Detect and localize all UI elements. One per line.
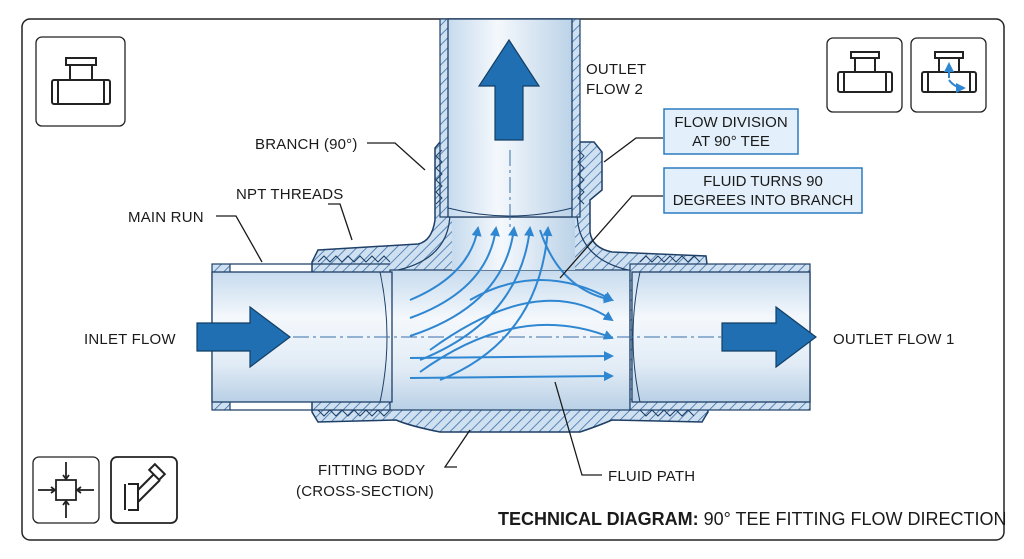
main-run-leader	[216, 215, 263, 263]
outlet-flow-2-arrow	[477, 38, 541, 141]
cross-fitting-icon	[38, 462, 94, 518]
fluid-path-leader	[554, 381, 602, 476]
tee-fitting-side-icon-button[interactable]	[826, 37, 903, 113]
fitting-body-leader	[443, 429, 471, 468]
fluid-turns-leader	[559, 195, 663, 279]
outlet-flow-2-label-line1: OUTLET	[586, 61, 646, 78]
tee-flow-direction-icon-button[interactable]	[910, 37, 987, 113]
flow-division-callout: FLOW DIVISION AT 90° TEE	[663, 108, 799, 155]
fluid-streamlines	[409, 226, 614, 382]
wye-fitting-icon-button[interactable]	[110, 456, 178, 524]
fluid-turns-text-line1: FLUID TURNS 90	[703, 173, 823, 190]
tee-fitting-icon-button[interactable]	[35, 36, 126, 127]
flow-division-text-line2: AT 90° TEE	[692, 133, 770, 150]
npt-thread-marks	[317, 149, 701, 417]
inlet-flow-label: INLET FLOW	[84, 331, 176, 348]
outlet-flow-1-arrow	[721, 305, 817, 369]
fitting-body-label-line1: FITTING BODY	[318, 462, 425, 479]
outlet-flow-2-label-line2: FLOW 2	[586, 81, 643, 98]
fitting-body-label-line2: (CROSS-SECTION)	[296, 483, 434, 500]
npt-threads-label: NPT THREADS	[236, 186, 344, 203]
diagram-title-bold: TECHNICAL DIAGRAM:	[498, 509, 699, 529]
cross-fitting-icon-button[interactable]	[32, 456, 100, 524]
fluid-turns-text-line2: DEGREES INTO BRANCH	[673, 192, 854, 209]
diagram-title: TECHNICAL DIAGRAM: 90° TEE FITTING FLOW …	[498, 509, 1007, 529]
tee-fitting-icon	[51, 57, 111, 105]
flow-division-text-line1: FLOW DIVISION	[674, 114, 787, 131]
main-run-label: MAIN RUN	[128, 209, 204, 226]
branch-leader	[367, 142, 426, 171]
inlet-flow-arrow	[196, 305, 291, 369]
tee-fitting-side-icon	[837, 51, 893, 93]
branch-label: BRANCH (90°)	[255, 136, 358, 153]
outlet-flow-1-label: OUTLET FLOW 1	[833, 331, 955, 348]
diagram-title-rest: 90° TEE FITTING FLOW DIRECTION	[699, 509, 1007, 529]
branch-cavity	[452, 210, 575, 270]
npt-threads-leader	[328, 203, 353, 241]
fluid-turns-callout: FLUID TURNS 90 DEGREES INTO BRANCH	[663, 167, 863, 214]
fluid-path-label: FLUID PATH	[608, 468, 695, 485]
flow-division-leader	[603, 137, 663, 163]
tee-flow-direction-icon	[921, 51, 977, 93]
wye-fitting-icon	[124, 462, 167, 511]
